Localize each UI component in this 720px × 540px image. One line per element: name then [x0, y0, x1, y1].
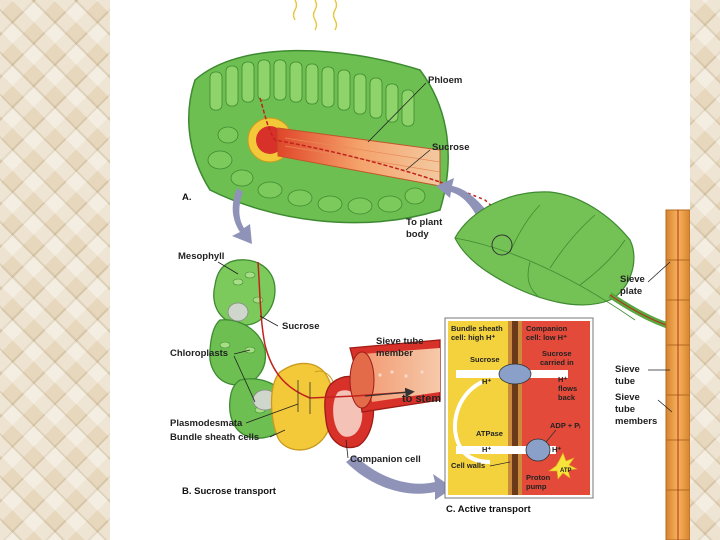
sunlight-rays: [294, 0, 337, 30]
sieve-tube-member-label-line2: member: [376, 348, 413, 359]
plant-stem: [666, 210, 690, 540]
h-plus-bottom-left-label: H⁺: [482, 445, 491, 454]
adp-pi-label: ADP + Pᵢ: [550, 421, 580, 430]
sieve-tube-member-label-line1: Sieve tube: [376, 336, 424, 347]
sucrose-label-a: Sucrose: [432, 142, 470, 153]
h-flows-back-label-line1: H⁺: [558, 375, 567, 384]
plasmodesmata-label: Plasmodesmata: [170, 418, 243, 429]
woven-background-right: [690, 0, 720, 540]
companion-cell-label: Companion cell: [350, 454, 421, 465]
plant-leaf: [455, 192, 675, 328]
panel-a-caption: A.: [182, 192, 192, 203]
h-flows-back-label-line2: flows: [558, 384, 577, 393]
companion-label-line2: cell: low H⁺: [526, 333, 567, 342]
sucrose-carried-label-line1: Sucrose: [542, 349, 572, 358]
companion-label-line1: Companion: [526, 324, 568, 333]
slide-canvas: Phloem Sucrose To plant body A.: [110, 0, 690, 540]
sieve-tube-members-label-line3: members: [615, 416, 657, 427]
mesophyll-label: Mesophyll: [178, 251, 224, 262]
bundle-sheath-label-line1: Bundle sheath: [451, 324, 503, 333]
to-stem-label: to stem: [402, 393, 441, 405]
sieve-plate-label-line2: plate: [620, 286, 642, 297]
chloroplasts-label: Chloroplasts: [170, 348, 228, 359]
bundle-sheath-label-line2: cell: high H⁺: [451, 333, 495, 342]
sieve-tube-label-line1: Sieve: [615, 364, 640, 375]
proton-pump-label-line2: pump: [526, 482, 547, 491]
h-flows-back-label-line3: back: [558, 393, 576, 402]
woven-background-left: [0, 0, 110, 540]
sucrose-carried-label-line2: carried in: [540, 358, 574, 367]
to-plant-body-label-line1: To plant: [406, 217, 443, 228]
phloem-loading-diagram: Phloem Sucrose To plant body A.: [110, 0, 690, 540]
sieve-tube-label-line2: tube: [615, 376, 635, 387]
to-plant-body-label-line2: body: [406, 229, 429, 240]
panel-b-caption: B. Sucrose transport: [182, 486, 277, 497]
sieve-tube-members-label-line1: Sieve: [615, 392, 640, 403]
h-plus-bottom-right-label: H⁺: [552, 445, 561, 454]
bundle-sheath-cells-label: Bundle sheath cells: [170, 432, 259, 443]
cell-walls-label: Cell walls: [451, 461, 485, 470]
sucrose-label-b: Sucrose: [282, 321, 320, 332]
sieve-tube-members-label-line2: tube: [615, 404, 635, 415]
atp-label: ATP: [560, 468, 572, 474]
sucrose-label-c: Sucrose: [470, 355, 500, 364]
sieve-plate-label-line1: Sieve: [620, 274, 645, 285]
phloem-label: Phloem: [428, 75, 462, 86]
panel-c-caption: C. Active transport: [446, 504, 531, 515]
proton-pump-label-line1: Proton: [526, 473, 551, 482]
h-plus-top-label: H⁺: [482, 377, 491, 386]
atpase-label: ATPase: [476, 429, 503, 438]
